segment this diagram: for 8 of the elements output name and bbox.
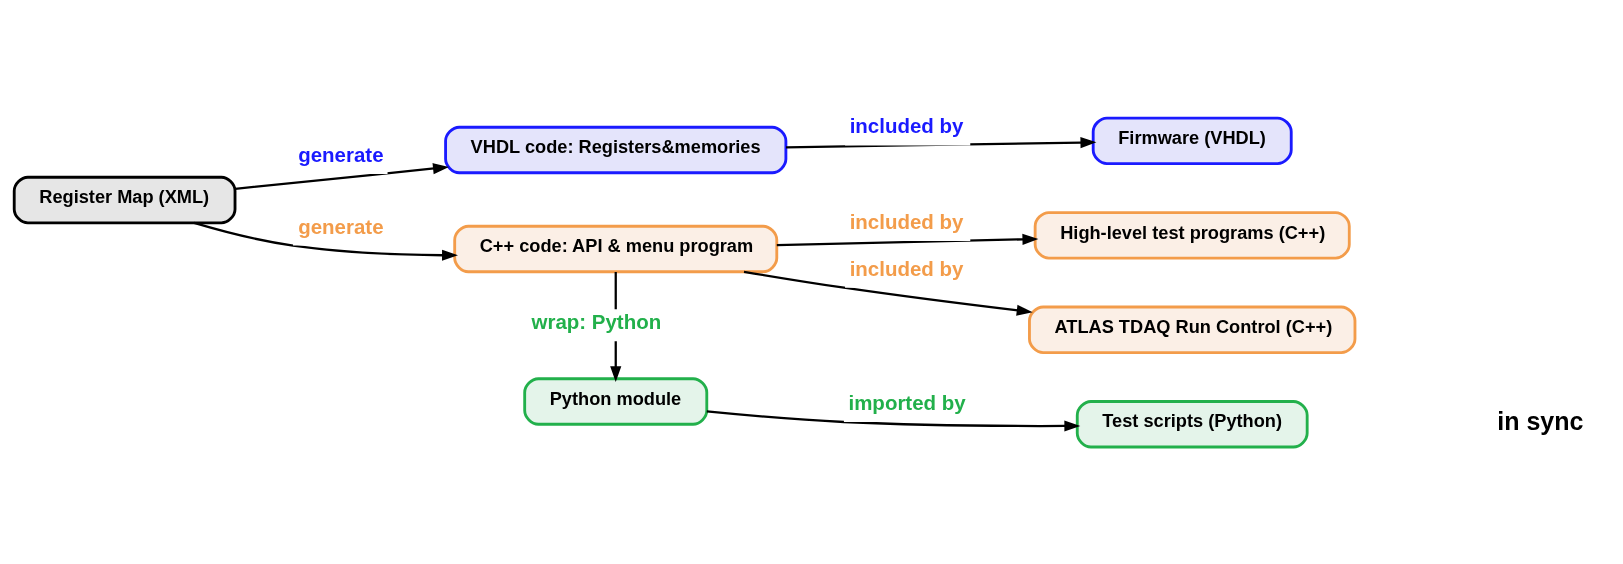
label: in sync	[1497, 406, 1584, 435]
edge-label: imported by	[848, 390, 966, 414]
edge-label: generate	[298, 214, 384, 238]
edge-label: wrap: Python	[531, 310, 662, 334]
edge-label: generate	[298, 142, 384, 166]
edge-label: included by	[849, 256, 964, 280]
edge-label: included by	[849, 114, 964, 138]
edge-label: included by	[849, 209, 964, 233]
